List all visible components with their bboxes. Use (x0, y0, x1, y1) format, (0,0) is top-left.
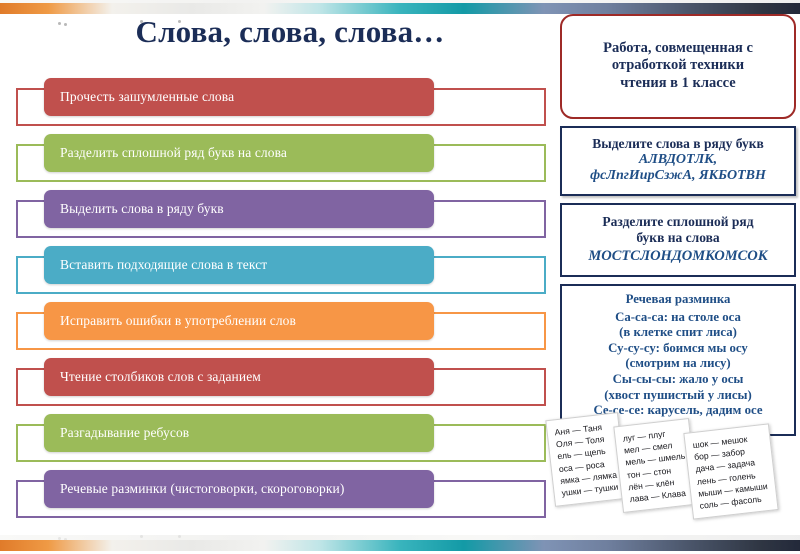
decor-dot (58, 22, 61, 25)
right-panel-column: Работа, совмещенная с отработкой техники… (560, 14, 796, 443)
decor-dot (178, 20, 181, 23)
activity-chip[interactable]: Разгадывание ребусов (44, 414, 434, 452)
select-words-letters-1: АЛВДОТЛК, (638, 151, 718, 167)
activity-chip[interactable]: Речевые разминки (чистоговорки, скорогов… (44, 470, 434, 508)
work-line-3: чтения в 1 классе (620, 74, 736, 91)
bottom-gradient-bar (0, 540, 800, 551)
work-summary-panel: Работа, совмещенная с отработкой техники… (560, 14, 796, 119)
split-row-heading-2: букв на слова (636, 229, 720, 245)
list-item[interactable]: Выделить слова в ряду букв (16, 190, 552, 246)
decor-dot (140, 20, 143, 23)
work-line-2: отработкой техники (611, 57, 745, 74)
activity-chip[interactable]: Вставить подходящие слова в текст (44, 246, 434, 284)
speech-warmup-line: Са-са-са: на столе оса (615, 309, 741, 324)
word-card: шок — мешок бор — забор дача — задача ле… (683, 423, 779, 520)
speech-warmup-line: (в клетке спит лиса) (619, 325, 737, 340)
activity-label: Вставить подходящие слова в текст (60, 257, 268, 272)
select-words-panel: Выделите слова в ряду букв АЛВДОТЛК, фсЛ… (560, 126, 796, 196)
list-item[interactable]: Чтение столбиков слов с заданием (16, 358, 552, 414)
activity-chip[interactable]: Выделить слова в ряду букв (44, 190, 434, 228)
list-item[interactable]: Разделить сплошной ряд букв на слова (16, 134, 552, 190)
list-item[interactable]: Вставить подходящие слова в текст (16, 246, 552, 302)
activity-label: Чтение столбиков слов с заданием (60, 369, 261, 384)
split-row-heading-1: Разделите сплошной ряд (602, 213, 754, 229)
activity-chip[interactable]: Чтение столбиков слов с заданием (44, 358, 434, 396)
activity-label: Исправить ошибки в употреблении слов (60, 313, 297, 328)
activity-chip[interactable]: Исправить ошибки в употреблении слов (44, 302, 434, 340)
speech-warmup-line: Сы-сы-сы: жало у осы (612, 372, 744, 387)
activity-label: Разгадывание ребусов (60, 425, 190, 440)
activity-chip[interactable]: Прочесть зашумленные слова (44, 78, 434, 116)
word-pair-cards: Аня — Таня Оля — Толя ель — щель оса — р… (545, 408, 800, 548)
activity-list: Прочесть зашумленные слова Разделить спл… (16, 78, 552, 526)
split-row-letters: МОСТСЛОНДОМКОМСОК (588, 248, 768, 265)
bottom-ghost-strip (0, 535, 800, 542)
speech-warmup-line: (смотрим на лису) (625, 356, 731, 371)
select-words-letters-2: фсЛпгИирСзжА, ЯКБОТВН (590, 168, 766, 184)
top-gradient-bar (0, 3, 800, 14)
activity-label: Разделить сплошной ряд букв на слова (60, 145, 287, 160)
list-item[interactable]: Разгадывание ребусов (16, 414, 552, 470)
work-line-1: Работа, совмещенная с (603, 40, 753, 57)
speech-warmup-line: Се-се-се: карусель, дадим осе (593, 403, 763, 418)
activity-label: Прочесть зашумленные слова (60, 89, 235, 104)
list-item[interactable]: Прочесть зашумленные слова (16, 78, 552, 134)
speech-warmup-panel: Речевая разминка Са-са-са: на столе оса … (560, 284, 796, 436)
split-row-panel: Разделите сплошной ряд букв на слова МОС… (560, 203, 796, 277)
activity-label: Речевые разминки (чистоговорки, скорогов… (60, 481, 345, 496)
speech-warmup-line: Су-су-су: боимся мы осу (608, 340, 748, 355)
speech-warmup-heading: Речевая разминка (625, 292, 731, 306)
list-item[interactable]: Речевые разминки (чистоговорки, скорогов… (16, 470, 552, 526)
activity-label: Выделить слова в ряду букв (60, 201, 224, 216)
decor-dot (64, 23, 67, 26)
page-title: Слова, слова, слова… (135, 14, 445, 49)
activity-chip[interactable]: Разделить сплошной ряд букв на слова (44, 134, 434, 172)
speech-warmup-line: (хвост пушистый у лисы) (604, 387, 752, 402)
list-item[interactable]: Исправить ошибки в употреблении слов (16, 302, 552, 358)
select-words-heading: Выделите слова в ряду букв (592, 135, 764, 151)
